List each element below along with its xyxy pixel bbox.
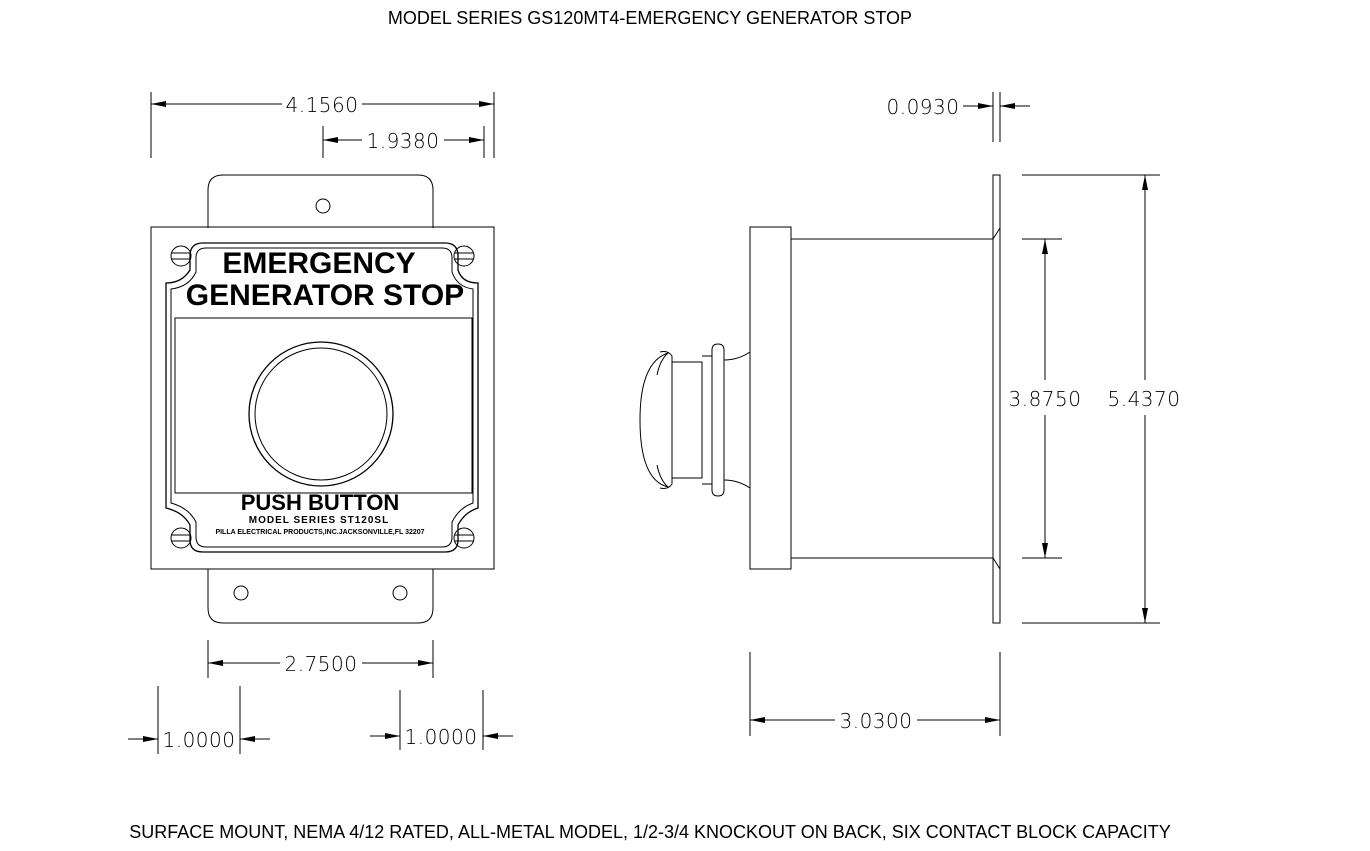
screw-top-right bbox=[453, 245, 475, 267]
bottom-left-mount-hole bbox=[233, 585, 249, 601]
push-button-cap bbox=[254, 347, 388, 481]
collar-ring bbox=[711, 343, 725, 497]
button-stem bbox=[671, 361, 703, 479]
drawing-footer-note: SURFACE MOUNT, NEMA 4/12 RATED, ALL-META… bbox=[129, 822, 1171, 842]
side-bezel bbox=[749, 226, 792, 570]
dim-label-depth: 3.0300 bbox=[840, 709, 913, 733]
dimension-right-offset: 1.0000 bbox=[370, 690, 513, 750]
plate-model-series: MODEL SERIES ST120SL bbox=[249, 515, 389, 526]
mushroom-head-rim bbox=[659, 351, 673, 489]
side-view: 0.0930 3.8750 5.4370 bbox=[639, 92, 1181, 736]
flange-bend bbox=[992, 227, 1001, 570]
dimension-body-height: 3.8750 bbox=[1009, 238, 1082, 559]
dimension-half-width: 1.9380 bbox=[322, 126, 485, 158]
bottom-right-mount-hole bbox=[392, 585, 408, 601]
dim-label-overall-height: 5.4370 bbox=[1108, 387, 1181, 411]
front-view: EMERGENCY GENERATOR STOP PUSH BUTTON MOD… bbox=[128, 92, 513, 754]
bottom-mounting-tab bbox=[207, 569, 434, 624]
mushroom-head bbox=[639, 352, 669, 488]
drawing-title: MODEL SERIES GS120MT4-EMERGENCY GENERATO… bbox=[388, 8, 912, 28]
screw-top-left bbox=[170, 245, 192, 267]
dimension-mount-spacing: 2.7500 bbox=[207, 640, 434, 678]
plate-push-button-label: PUSH BUTTON bbox=[241, 490, 400, 515]
enclosure-body bbox=[150, 226, 495, 570]
dimension-flange-thickness: 0.0930 bbox=[887, 92, 1030, 142]
collar-inner bbox=[702, 355, 713, 485]
top-mounting-tab bbox=[207, 174, 434, 228]
collar-bezel bbox=[723, 351, 751, 489]
dim-label-right-offset: 1.0000 bbox=[405, 725, 478, 749]
legend-window bbox=[174, 317, 473, 494]
plate-line-emergency: EMERGENCY bbox=[222, 247, 415, 280]
plate-line-generator-stop: GENERATOR STOP bbox=[186, 279, 464, 312]
plate-manufacturer: PILLA ELECTRICAL PRODUCTS,INC.JACKSONVIL… bbox=[215, 529, 424, 536]
dimension-overall-height: 5.4370 bbox=[1022, 174, 1181, 624]
dimension-depth: 3.0300 bbox=[749, 652, 1001, 736]
screw-bottom-right bbox=[453, 527, 475, 549]
nameplate-inner-outline bbox=[170, 247, 474, 548]
dimension-overall-width: 4.1560 bbox=[150, 92, 495, 158]
top-mount-hole bbox=[315, 198, 331, 214]
dim-label-body-height: 3.8750 bbox=[1009, 387, 1082, 411]
mounting-flange bbox=[992, 174, 1001, 624]
dim-label-overall-width: 4.1560 bbox=[286, 93, 359, 117]
dimension-left-offset: 1.0000 bbox=[128, 686, 270, 754]
nameplate-outline bbox=[165, 242, 479, 553]
push-button-outer-ring bbox=[248, 341, 394, 487]
screw-bottom-left bbox=[170, 527, 192, 549]
mushroom-head-edge bbox=[656, 352, 669, 488]
dim-label-half-width: 1.9380 bbox=[367, 129, 440, 153]
dim-label-mount-spacing: 2.7500 bbox=[285, 652, 358, 676]
dim-label-flange-thickness: 0.0930 bbox=[887, 95, 960, 119]
dim-label-left-offset: 1.0000 bbox=[163, 728, 236, 752]
